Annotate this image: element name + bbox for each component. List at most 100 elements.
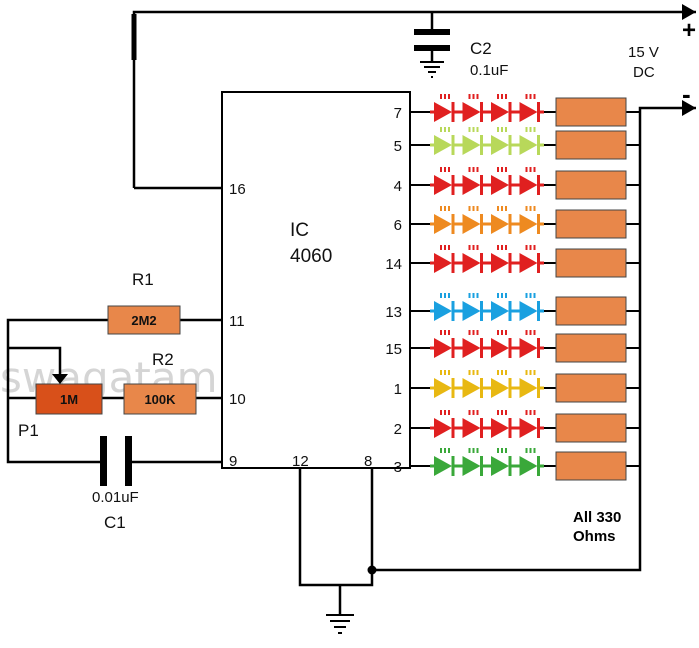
led-icon — [487, 94, 516, 122]
junction-dot — [367, 565, 377, 575]
led-icon — [430, 330, 459, 358]
c2-ground-icon — [420, 61, 444, 78]
led-icon — [515, 206, 544, 234]
output-pin-label: 14 — [385, 256, 402, 273]
led-icon — [458, 410, 487, 438]
led-resistor — [555, 248, 627, 278]
output-row: 1 — [394, 370, 640, 403]
led-icon — [430, 370, 459, 398]
output-row: 5 — [394, 127, 640, 160]
led-resistor — [555, 130, 627, 160]
c1-label: C1 — [104, 513, 126, 532]
output-pin-label: 3 — [394, 459, 402, 476]
led-icon — [515, 410, 544, 438]
led-icon — [487, 410, 516, 438]
led-resistor — [555, 451, 627, 481]
pin-16-label: 16 — [229, 181, 246, 198]
resistor-note-line2: Ohms — [573, 528, 616, 545]
led-icon — [430, 127, 459, 155]
output-pin-label: 15 — [385, 341, 402, 358]
led-resistor — [555, 170, 627, 200]
led-icon — [487, 370, 516, 398]
negative-rail-wire — [370, 106, 696, 572]
output-pin-label: 13 — [385, 304, 402, 321]
ic-part-number: 4060 — [290, 246, 332, 267]
output-pin-label: 2 — [394, 421, 402, 438]
led-icon — [458, 167, 487, 195]
ic-4060 — [221, 91, 411, 469]
led-icon — [458, 127, 487, 155]
r1-value: 2M2 — [131, 313, 156, 328]
negative-arrow-icon — [682, 100, 696, 116]
p1-potentiometer — [35, 383, 103, 415]
led-icon — [487, 245, 516, 273]
output-row: 6 — [394, 206, 640, 239]
led-icon — [458, 448, 487, 476]
p1-wiper-arrow-icon — [52, 374, 68, 384]
positive-terminal-label: + — [682, 17, 696, 44]
led-icon — [487, 127, 516, 155]
led-resistor — [555, 373, 627, 403]
pin-10-label: 10 — [229, 391, 246, 408]
led-icon — [487, 330, 516, 358]
p1-wiper-wire — [8, 346, 62, 380]
led-resistor — [555, 97, 627, 127]
led-icon — [430, 94, 459, 122]
led-resistor — [555, 296, 627, 326]
resistor-note-line1: All 330 — [573, 509, 621, 526]
led-icon — [458, 370, 487, 398]
pin-8-label: 8 — [364, 453, 372, 470]
output-row: 3 — [394, 448, 640, 481]
r2-value: 100K — [144, 392, 176, 407]
output-pin-label: 5 — [394, 138, 402, 155]
led-icon — [430, 206, 459, 234]
output-row: 7 — [394, 94, 640, 127]
p1-label: P1 — [18, 421, 39, 440]
output-pin-label: 1 — [394, 381, 402, 398]
c1-capacitor — [100, 436, 132, 486]
ground-icon — [326, 614, 354, 634]
led-icon — [458, 245, 487, 273]
led-icon — [515, 448, 544, 476]
led-icon — [515, 330, 544, 358]
led-icon — [430, 410, 459, 438]
led-icon — [430, 245, 459, 273]
c2-capacitor — [414, 29, 450, 51]
led-icon — [515, 167, 544, 195]
output-pin-label: 4 — [394, 178, 402, 195]
output-row: 4 — [394, 167, 640, 200]
pin-9-label: 9 — [229, 453, 237, 470]
pin-12-label: 12 — [292, 453, 309, 470]
p1-value: 1M — [60, 392, 78, 407]
led-icon — [515, 293, 544, 321]
pin-11-label: 11 — [229, 313, 245, 330]
r1-resistor — [107, 305, 181, 335]
wiring — [6, 10, 696, 615]
led-icon — [515, 370, 544, 398]
output-row: 13 — [385, 293, 640, 326]
led-icon — [487, 293, 516, 321]
output-row: 14 — [385, 245, 640, 278]
led-icon — [430, 167, 459, 195]
supply-voltage: 15 V — [628, 44, 659, 61]
led-icon — [487, 206, 516, 234]
output-pin-label: 6 — [394, 217, 402, 234]
positive-arrow-icon — [682, 4, 696, 20]
led-icon — [487, 448, 516, 476]
supply-type: DC — [633, 64, 655, 81]
led-resistor — [555, 209, 627, 239]
led-icon — [430, 448, 459, 476]
output-row: 2 — [394, 410, 640, 443]
pin12-ground-wire — [298, 468, 374, 587]
led-icon — [515, 245, 544, 273]
led-icon — [458, 206, 487, 234]
output-led-chains: 7 5 4 6 14 13 15 1 2 3 — [385, 94, 640, 481]
r1-loop-wire — [6, 318, 108, 464]
r2-label: R2 — [152, 350, 174, 369]
c1-value: 0.01uF — [92, 489, 139, 506]
led-icon — [515, 127, 544, 155]
c2-label: C2 — [470, 39, 492, 58]
led-icon — [515, 94, 544, 122]
led-icon — [458, 94, 487, 122]
